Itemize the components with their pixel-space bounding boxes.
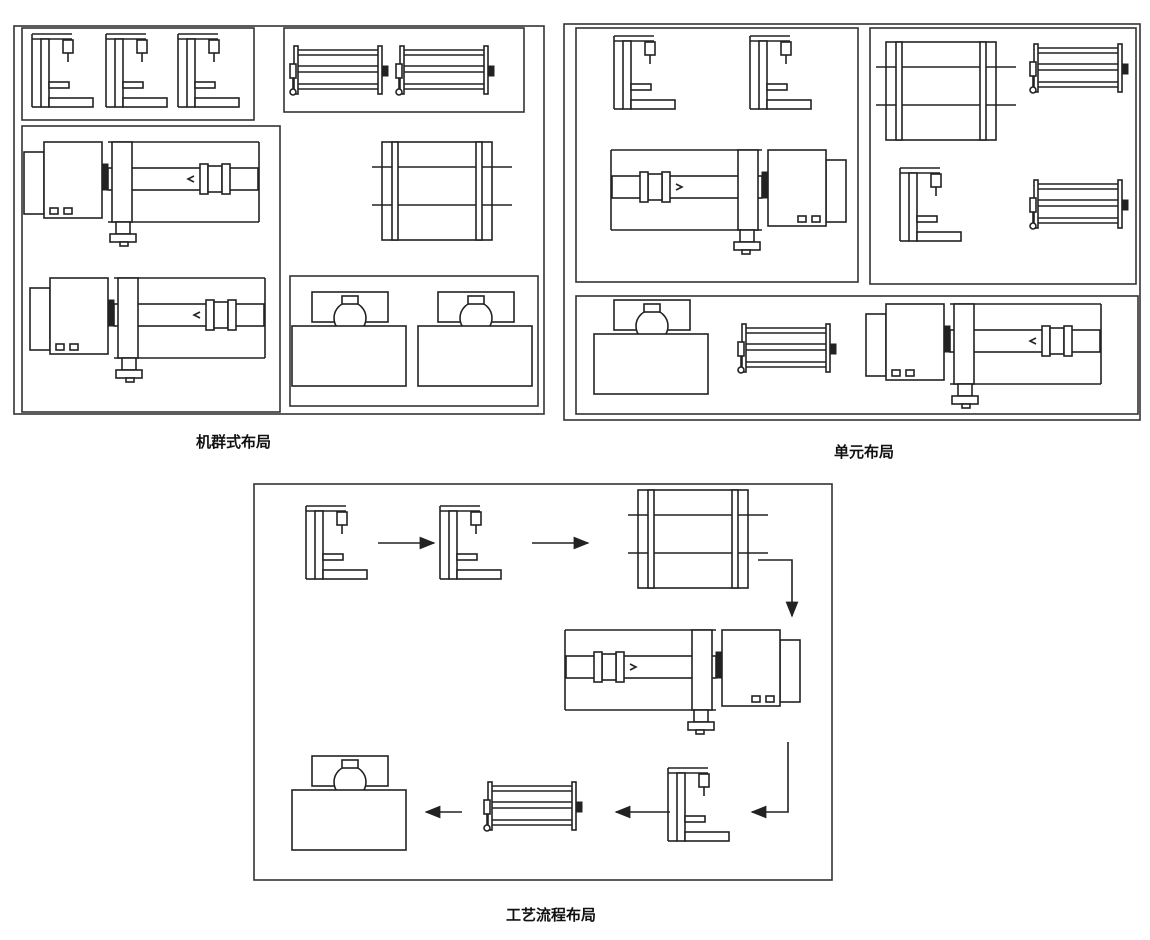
flow-arrow [758, 559, 799, 618]
group-layout-panel [13, 25, 545, 415]
grinder-icon [395, 45, 495, 96]
lathe-icon [865, 303, 1102, 409]
drill-press-icon [667, 767, 730, 842]
drill-press-icon [177, 33, 240, 108]
lathe-icon [564, 629, 801, 735]
milling-machine-icon [627, 489, 769, 589]
drill-press-icon [105, 33, 168, 108]
planer-icon [291, 291, 407, 387]
drill-press-icon [31, 33, 94, 108]
grinder-icon [1029, 43, 1129, 94]
cell-layout-caption: 单元布局 [834, 443, 895, 461]
drill-press-icon [305, 505, 368, 580]
milling-machine-icon [875, 41, 1017, 141]
lathe-icon [610, 149, 847, 255]
lathe-icon [29, 277, 266, 383]
lathe-icon [23, 141, 260, 247]
grinder-icon [289, 45, 389, 96]
planer-icon [417, 291, 533, 387]
drill-press-icon [749, 35, 812, 110]
grinder-icon [483, 781, 583, 832]
planer-icon [291, 755, 407, 851]
drill-press-icon [613, 35, 676, 110]
process-layout-panel [253, 483, 833, 881]
group-layout-caption: 机群式布局 [196, 433, 272, 451]
drill-press-icon [439, 505, 502, 580]
grinder-icon [737, 323, 837, 374]
cell-layout-panel [563, 23, 1141, 421]
flow-arrow [750, 742, 789, 819]
grinder-icon [1029, 179, 1129, 230]
drill-press-icon [899, 167, 962, 242]
process-layout-caption: 工艺流程布局 [506, 906, 597, 924]
planer-icon [593, 299, 709, 395]
milling-machine-icon [371, 141, 513, 241]
